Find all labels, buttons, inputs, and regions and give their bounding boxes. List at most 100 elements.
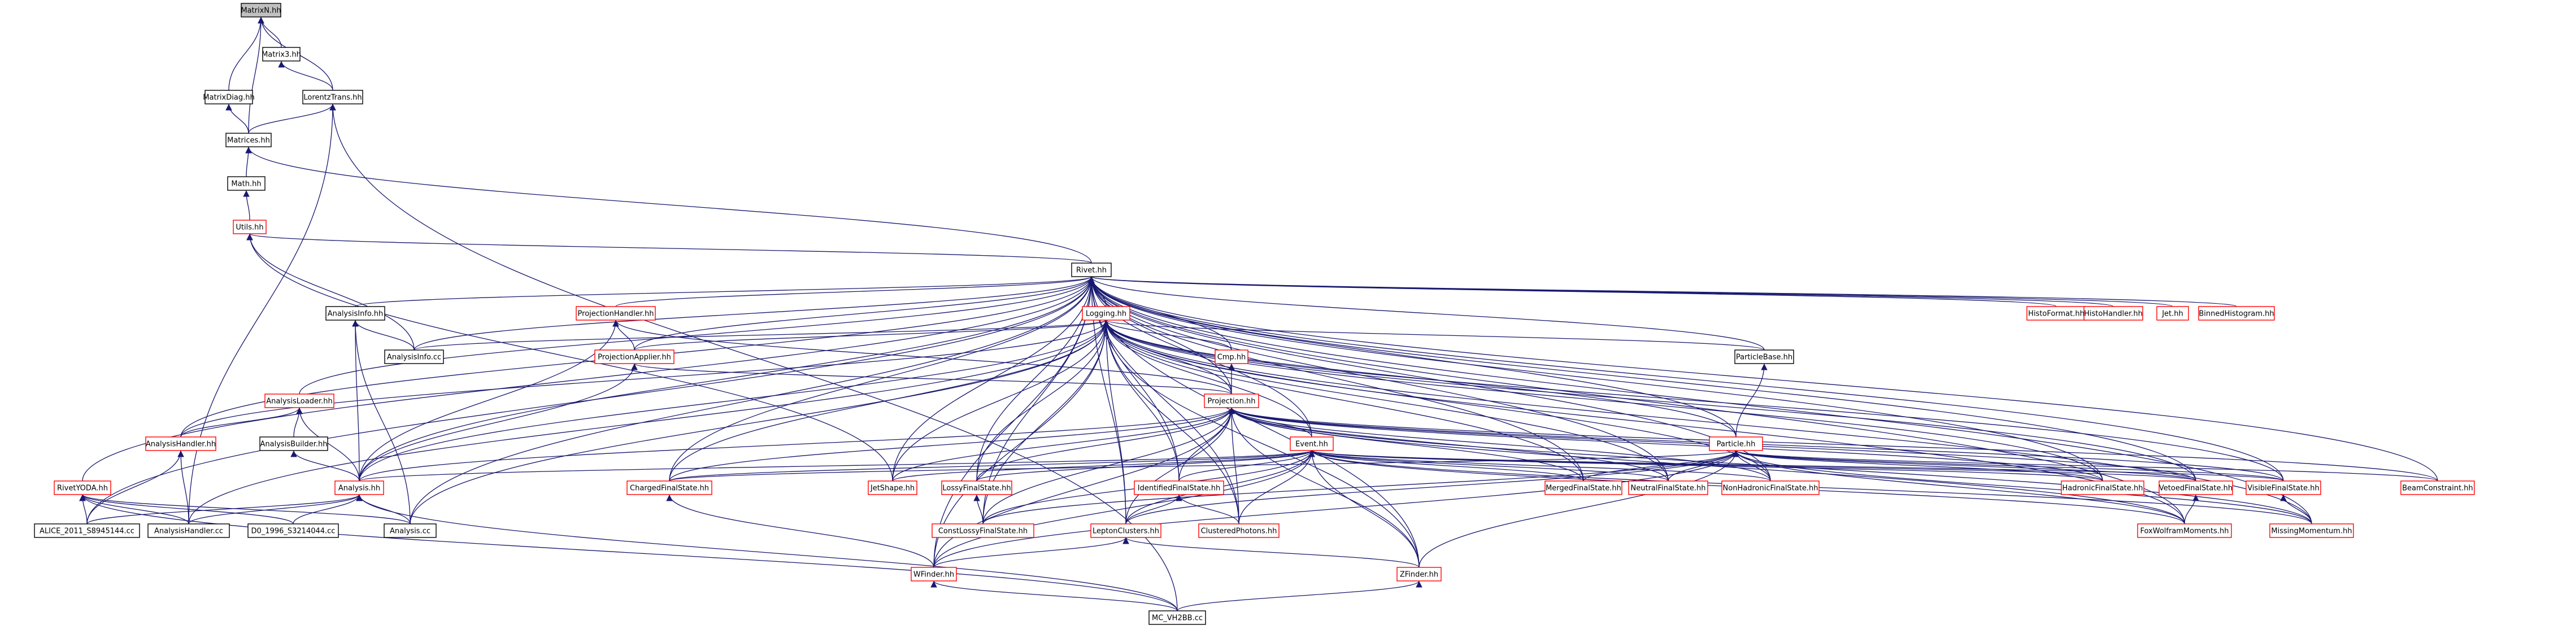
- node-box: [34, 523, 140, 538]
- node-label: MatrixN.hh: [241, 7, 281, 15]
- node-analysiscc[interactable]: Analysis.cc: [384, 523, 437, 538]
- edge-beamconstraint-to-projection: [1228, 407, 2438, 482]
- node-foxwolfram[interactable]: FoxWolframMoments.hh: [2137, 523, 2232, 538]
- node-projectionhandler[interactable]: ProjectionHandler.hh: [576, 306, 656, 321]
- edge-analysishandlercc-to-lorentztrans: [188, 103, 336, 524]
- node-label: AnalysisBuilder.hh: [260, 440, 328, 449]
- node-d0[interactable]: D0_1996_S3214044.cc: [247, 523, 339, 538]
- node-rivetyoda[interactable]: RivetYODA.hh: [54, 480, 111, 495]
- node-particle[interactable]: Particle.hh: [1709, 436, 1763, 451]
- node-matrices[interactable]: Matrices.hh: [225, 133, 272, 147]
- edge-analysisinfocc-to-logging: [414, 320, 1109, 351]
- node-label: Utils.hh: [236, 224, 263, 232]
- node-histoformat[interactable]: HistoFormat.hh: [2026, 306, 2086, 321]
- node-analysisbuilder[interactable]: AnalysisBuilder.hh: [259, 436, 328, 451]
- edge-d0-to-rivetyoda: [79, 494, 294, 524]
- node-label: LeptonClusters.hh: [1093, 527, 1159, 536]
- node-neutralfinalstate[interactable]: NeutralFinalState.hh: [1628, 480, 1708, 495]
- node-label: AnalysisLoader.hh: [266, 397, 333, 406]
- node-analysishandler[interactable]: AnalysisHandler.hh: [145, 436, 216, 451]
- node-visiblefinalstate[interactable]: VisibleFinalState.hh: [2246, 480, 2321, 495]
- node-clusteredphotons[interactable]: ClusteredPhotons.hh: [1198, 523, 1280, 538]
- node-missingmomentum[interactable]: MissingMomentum.hh: [2269, 523, 2354, 538]
- node-jet[interactable]: Jet.hh: [2156, 306, 2189, 321]
- node-zfinder[interactable]: ZFinder.hh: [1396, 567, 1442, 581]
- edge-constlossy-to-lossyfinalstate: [973, 494, 984, 524]
- edge-zfinder-to-projection: [1228, 407, 1420, 568]
- edge-analysishandlercc-to-logging: [188, 320, 1109, 524]
- node-analysisinfocc[interactable]: AnalysisInfo.cc: [384, 349, 444, 364]
- node-binnedhistogram[interactable]: BinnedHistogram.hh: [2198, 306, 2275, 321]
- node-vetoedfinalstate[interactable]: VetoedFinalState.hh: [2159, 480, 2233, 495]
- node-label: Cmp.hh: [1217, 353, 1246, 362]
- node-box: [2156, 306, 2189, 321]
- node-mergedfinalstate[interactable]: MergedFinalState.hh: [1544, 480, 1622, 495]
- edge-particlebase-to-logging: [1103, 320, 1765, 351]
- edge-wfinder-to-particle: [933, 450, 1739, 568]
- node-label: JetShape.hh: [870, 484, 915, 493]
- node-analysisloader[interactable]: AnalysisLoader.hh: [264, 393, 334, 408]
- edge-analysishandler-to-logging: [180, 320, 1109, 438]
- edge-wfinder-to-chargedfinalstate: [666, 494, 934, 568]
- edge-analysishandlercc-to-analysishandler: [177, 450, 189, 524]
- node-label: MergedFinalState.hh: [1546, 484, 1621, 493]
- node-box: [1134, 480, 1224, 495]
- node-analysishandlercc[interactable]: AnalysisHandler.cc: [147, 523, 230, 538]
- edge-mc_vh2bb-to-zfinder: [1177, 580, 1422, 611]
- edge-analysis-to-analysisloader: [296, 407, 360, 482]
- node-projectionapplier[interactable]: ProjectionApplier.hh: [594, 349, 675, 364]
- node-beamconstraint[interactable]: BeamConstraint.hh: [2400, 480, 2475, 495]
- node-label: ParticleBase.hh: [1736, 353, 1792, 362]
- edge-analysis-to-projection: [359, 407, 1235, 482]
- node-matrixdiag[interactable]: MatrixDiag.hh: [203, 90, 255, 104]
- node-histohandler[interactable]: HistoHandler.hh: [2083, 306, 2143, 321]
- node-box: [594, 349, 675, 364]
- node-rivet[interactable]: Rivet.hh: [1071, 263, 1112, 277]
- node-leptonclusters[interactable]: LeptonClusters.hh: [1090, 523, 1161, 538]
- node-event[interactable]: Event.hh: [1290, 436, 1334, 451]
- node-alice[interactable]: ALICE_2011_S8945144.cc: [34, 523, 140, 538]
- edge-rivet-to-utils: [246, 233, 1092, 264]
- node-constlossy[interactable]: ConstLossyFinalState.hh: [932, 523, 1034, 538]
- node-box: [1071, 263, 1112, 277]
- edge-wfinder-to-projection: [933, 407, 1235, 568]
- edge-vetoedfinalstate-to-rivet: [1088, 276, 2196, 482]
- node-cmp[interactable]: Cmp.hh: [1215, 349, 1248, 364]
- node-identifiedfinalstate[interactable]: IdentifiedFinalState.hh: [1134, 480, 1224, 495]
- edge-neutralfinalstate-to-logging: [1103, 320, 1669, 482]
- node-label: AnalysisHandler.cc: [154, 527, 223, 536]
- node-mc_vh2bb[interactable]: MC_VH2BB.cc: [1148, 610, 1206, 625]
- node-label: AnalysisHandler.hh: [146, 440, 216, 449]
- node-math[interactable]: Math.hh: [227, 176, 266, 191]
- node-matrixn[interactable]: MatrixN.hh: [241, 3, 281, 18]
- node-logging[interactable]: Logging.hh: [1082, 306, 1130, 321]
- edge-visiblefinalstate-to-event: [1308, 450, 2284, 482]
- node-label: Projection.hh: [1208, 397, 1256, 406]
- node-analysis[interactable]: Analysis.hh: [334, 480, 384, 495]
- node-nonhadronicfinalstate[interactable]: NonHadronicFinalState.hh: [1721, 480, 1820, 495]
- node-lossyfinalstate[interactable]: LossyFinalState.hh: [941, 480, 1012, 495]
- node-particlebase[interactable]: ParticleBase.hh: [1734, 349, 1794, 364]
- node-jetshape[interactable]: JetShape.hh: [868, 480, 917, 495]
- node-box: [384, 349, 444, 364]
- node-wfinder[interactable]: WFinder.hh: [911, 567, 957, 581]
- edge-analysiscc-to-analysisinfo: [352, 320, 411, 524]
- node-matrix3[interactable]: Matrix3.hh: [262, 47, 301, 62]
- node-projection[interactable]: Projection.hh: [1204, 393, 1259, 408]
- edge-jetshape-to-logging: [892, 320, 1109, 482]
- node-box: [1290, 436, 1334, 451]
- node-chargedfinalstate[interactable]: ChargedFinalState.hh: [626, 480, 712, 495]
- node-label: LossyFinalState.hh: [942, 484, 1011, 493]
- node-analysisinfo[interactable]: AnalysisInfo.hh: [325, 306, 385, 321]
- node-hadronicfinalstate[interactable]: HadronicFinalState.hh: [2061, 480, 2144, 495]
- node-lorentztrans[interactable]: LorentzTrans.hh: [302, 90, 363, 104]
- node-utils[interactable]: Utils.hh: [233, 220, 267, 234]
- node-box: [2061, 480, 2144, 495]
- edge-analysisinfocc-to-analysisinfo: [352, 320, 415, 351]
- edge-nonhadronicfinalstate-to-rivet: [1088, 276, 1771, 482]
- node-box: [147, 523, 230, 538]
- edge-utils-to-math: [243, 190, 250, 221]
- node-label: ALICE_2011_S8945144.cc: [40, 527, 134, 536]
